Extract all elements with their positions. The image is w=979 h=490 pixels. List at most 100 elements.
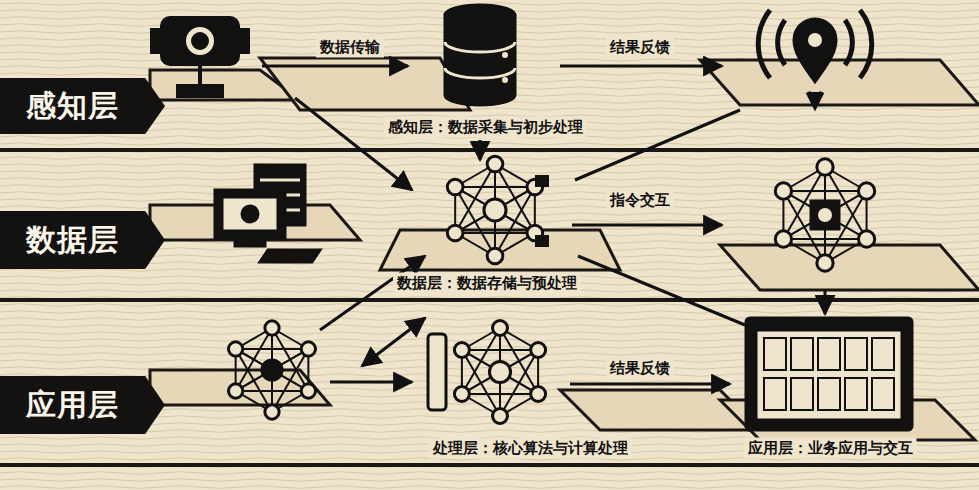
band-edge bbox=[0, 463, 979, 467]
network-icon bbox=[428, 334, 446, 410]
edge-label: 指令交互 bbox=[606, 190, 674, 211]
network-icon bbox=[791, 378, 813, 410]
database-icon bbox=[445, 42, 515, 78]
network-icon bbox=[531, 387, 546, 402]
band-platform bbox=[720, 245, 979, 290]
layer-banner: 数据层 bbox=[0, 211, 165, 269]
network-icon bbox=[228, 156, 894, 423]
computers-icon bbox=[235, 238, 265, 246]
network-icon bbox=[265, 321, 279, 335]
network-icon bbox=[775, 183, 791, 199]
wood-texture bbox=[0, 304, 979, 307]
connector-arrow bbox=[362, 318, 425, 366]
network-icon bbox=[817, 255, 833, 271]
location-signal-icon bbox=[778, 20, 853, 65]
database-icon bbox=[445, 5, 515, 25]
location-signal-icon bbox=[758, 10, 872, 78]
database-icon bbox=[502, 52, 508, 58]
network-icon bbox=[535, 235, 549, 247]
network-icon bbox=[487, 156, 503, 172]
network-icon bbox=[428, 321, 546, 424]
network-icon bbox=[535, 175, 549, 187]
network-icon bbox=[872, 338, 894, 370]
network-icon bbox=[265, 405, 279, 419]
monitor-icon bbox=[746, 318, 912, 430]
location-signal-icon bbox=[795, 20, 835, 80]
network-icon bbox=[817, 159, 833, 175]
network-icon bbox=[447, 225, 463, 241]
band-edge bbox=[0, 150, 979, 465]
connector-arrow bbox=[575, 110, 740, 180]
network-icon bbox=[462, 328, 500, 394]
connector-arrow bbox=[572, 224, 722, 227]
band-platform bbox=[150, 58, 979, 440]
database-icon bbox=[502, 77, 508, 83]
network-icon bbox=[858, 231, 874, 247]
network-icon bbox=[845, 338, 867, 370]
band-platform bbox=[150, 370, 330, 405]
network-icon bbox=[301, 384, 315, 398]
network-icon bbox=[301, 342, 315, 356]
layer-caption: 数据层：数据存储与预处理 bbox=[393, 273, 581, 294]
network-icon bbox=[764, 378, 786, 410]
network-icon bbox=[489, 361, 510, 382]
network-icon bbox=[447, 156, 549, 264]
network-icon bbox=[236, 328, 272, 391]
camera-icon bbox=[198, 64, 202, 86]
camera-icon bbox=[152, 30, 162, 52]
database-icon bbox=[445, 5, 515, 105]
network-icon bbox=[484, 199, 506, 221]
camera-icon bbox=[238, 30, 248, 52]
computers-icon bbox=[215, 190, 285, 238]
layer-name: 数据层 bbox=[26, 220, 119, 261]
layer-banner: 感知层 bbox=[0, 78, 165, 134]
wood-texture bbox=[0, 297, 979, 300]
band-platform bbox=[260, 58, 470, 110]
connector-arrow bbox=[479, 140, 482, 160]
camera-icon bbox=[162, 18, 238, 64]
edge-label: 数据传输 bbox=[316, 37, 384, 58]
camera-icon bbox=[184, 25, 216, 57]
connector-arrow bbox=[330, 381, 412, 384]
wood-texture bbox=[0, 143, 979, 146]
network-icon bbox=[272, 349, 308, 412]
band-edge bbox=[0, 148, 979, 152]
computers-icon bbox=[260, 250, 320, 262]
layer-banner: 应用层 bbox=[0, 376, 165, 434]
wood-texture bbox=[0, 192, 979, 195]
network-icon bbox=[455, 164, 495, 233]
network-icon bbox=[228, 384, 242, 398]
wood-texture bbox=[0, 150, 979, 153]
network-icon bbox=[454, 387, 469, 402]
wood-texture bbox=[0, 311, 979, 314]
network-icon bbox=[447, 179, 463, 195]
connector-arrow bbox=[295, 98, 412, 190]
layer-caption: 处理层：核心算法与计算处理 bbox=[429, 438, 632, 459]
connector-arrow bbox=[824, 290, 827, 314]
network-icon bbox=[775, 231, 791, 247]
network-icon bbox=[791, 338, 813, 370]
network-icon bbox=[872, 378, 894, 410]
monitor-icon bbox=[756, 330, 902, 420]
edge-label: 结果反馈 bbox=[606, 358, 674, 379]
location-signal-icon bbox=[758, 10, 872, 106]
layer-name: 应用层 bbox=[26, 385, 119, 426]
network-icon bbox=[845, 378, 867, 410]
network-icon bbox=[818, 378, 840, 410]
layer-caption: 感知层：数据采集与初步处理 bbox=[384, 117, 587, 138]
band-platform bbox=[700, 60, 979, 105]
computers-icon bbox=[260, 179, 300, 182]
network-icon bbox=[858, 183, 874, 199]
network-icon bbox=[818, 338, 840, 370]
connector-arrow bbox=[578, 256, 745, 325]
computers-icon bbox=[215, 165, 320, 262]
connector-arrow bbox=[560, 65, 722, 68]
band-edge bbox=[0, 298, 979, 302]
location-signal-icon bbox=[808, 92, 822, 106]
network-icon bbox=[493, 409, 508, 424]
network-icon bbox=[531, 343, 546, 358]
layer-name: 感知层 bbox=[26, 86, 119, 127]
camera-icon bbox=[193, 34, 207, 48]
camera-icon bbox=[178, 86, 222, 96]
wood-texture bbox=[0, 486, 979, 489]
